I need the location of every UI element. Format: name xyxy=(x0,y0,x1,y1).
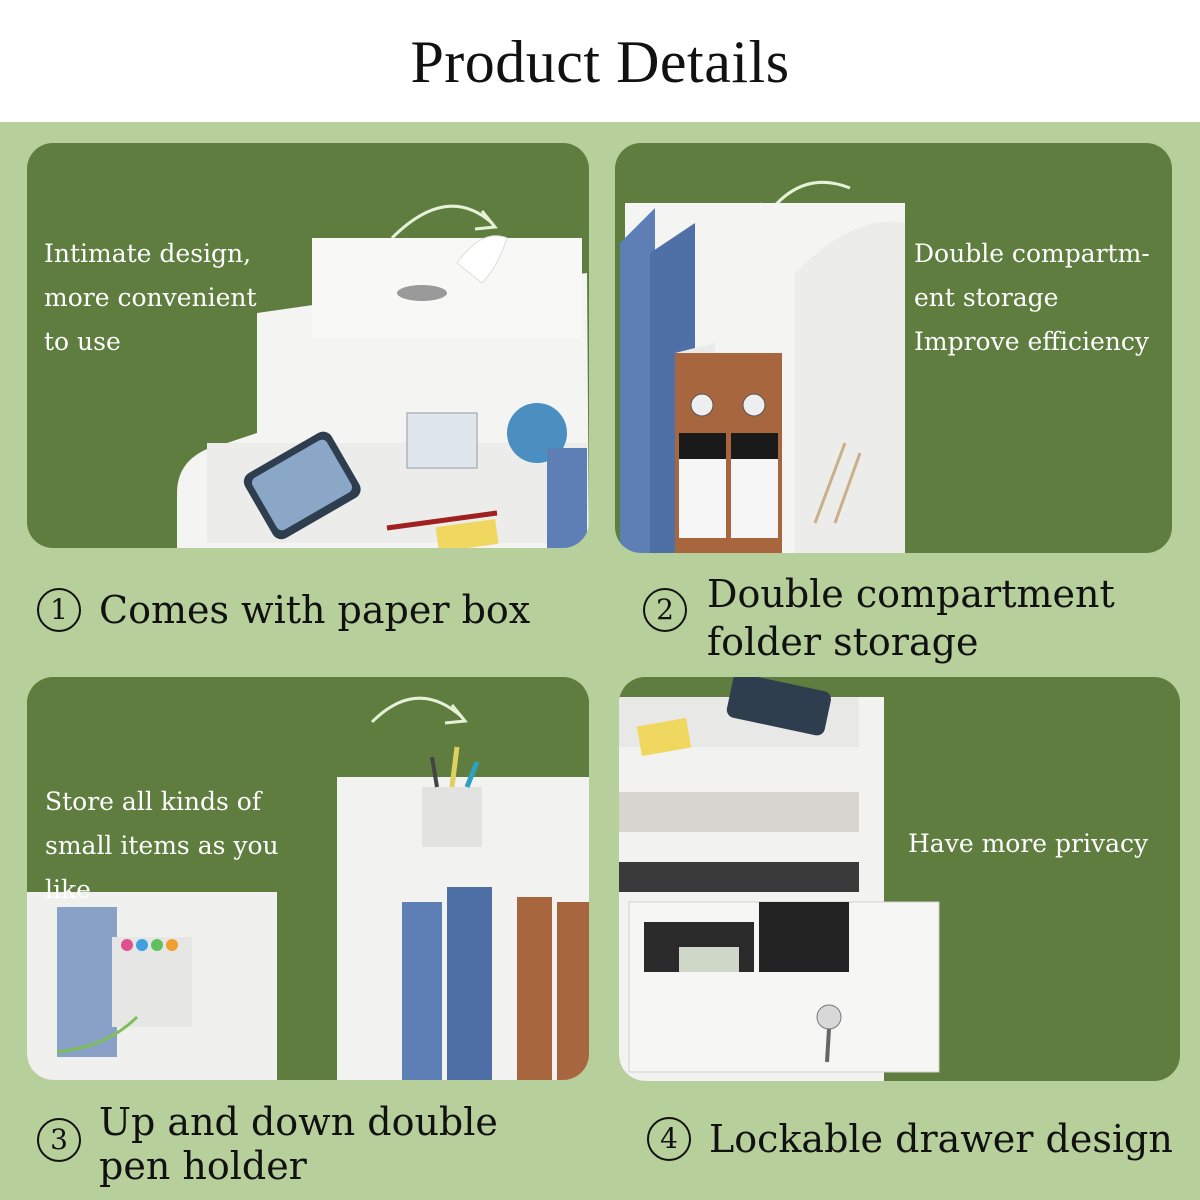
number-badge: 3 xyxy=(37,1118,81,1162)
caption-line: Comes with paper box xyxy=(99,588,531,632)
number-badge: 4 xyxy=(647,1117,691,1161)
feature-note: Have more privacy xyxy=(908,822,1148,866)
number-badge: 2 xyxy=(643,588,687,632)
feature-panel-paper-box: Intimate design, more convenient to use xyxy=(27,143,589,548)
caption-line: Double compartment xyxy=(707,572,1115,616)
number-badge: 1 xyxy=(37,588,81,632)
lockable-drawer-organizer-illustration xyxy=(619,677,940,1081)
paper-box-organizer-illustration xyxy=(177,204,589,548)
note-line: Improve efficiency xyxy=(914,327,1150,356)
header-bar: Product Details xyxy=(0,0,1200,122)
feature-panel-pen-holder: Store all kinds of small items as you li… xyxy=(27,677,589,1080)
feature-note: Store all kinds of small items as you li… xyxy=(45,780,279,912)
feature-note: Double compartm- ent storage Improve eff… xyxy=(914,232,1150,364)
feature-note: Intimate design, more convenient to use xyxy=(44,232,257,364)
note-line: ent storage xyxy=(914,283,1059,312)
note-line: small items as you xyxy=(45,831,279,860)
note-line: to use xyxy=(44,327,121,356)
note-line: Store all kinds of xyxy=(45,787,262,816)
note-line: Double compartm- xyxy=(914,239,1150,268)
caption-line: Lockable drawer design xyxy=(709,1117,1173,1161)
folder-organizer-illustration xyxy=(620,180,905,553)
note-line: Intimate design, xyxy=(44,239,252,268)
note-line: like xyxy=(45,875,91,904)
pen-holder-organizer-illustration xyxy=(27,696,589,1080)
caption-line: Up and down double xyxy=(99,1100,498,1144)
page-title: Product Details xyxy=(410,29,790,95)
caption-line: folder storage xyxy=(707,620,979,664)
note-line: more convenient xyxy=(44,283,257,312)
note-line: Have more privacy xyxy=(908,829,1149,858)
feature-panel-lockable-drawer: Have more privacy xyxy=(619,677,1180,1081)
feature-panel-folder-storage: Double compartm- ent storage Improve eff… xyxy=(615,143,1172,553)
caption-line: pen holder xyxy=(99,1144,307,1188)
